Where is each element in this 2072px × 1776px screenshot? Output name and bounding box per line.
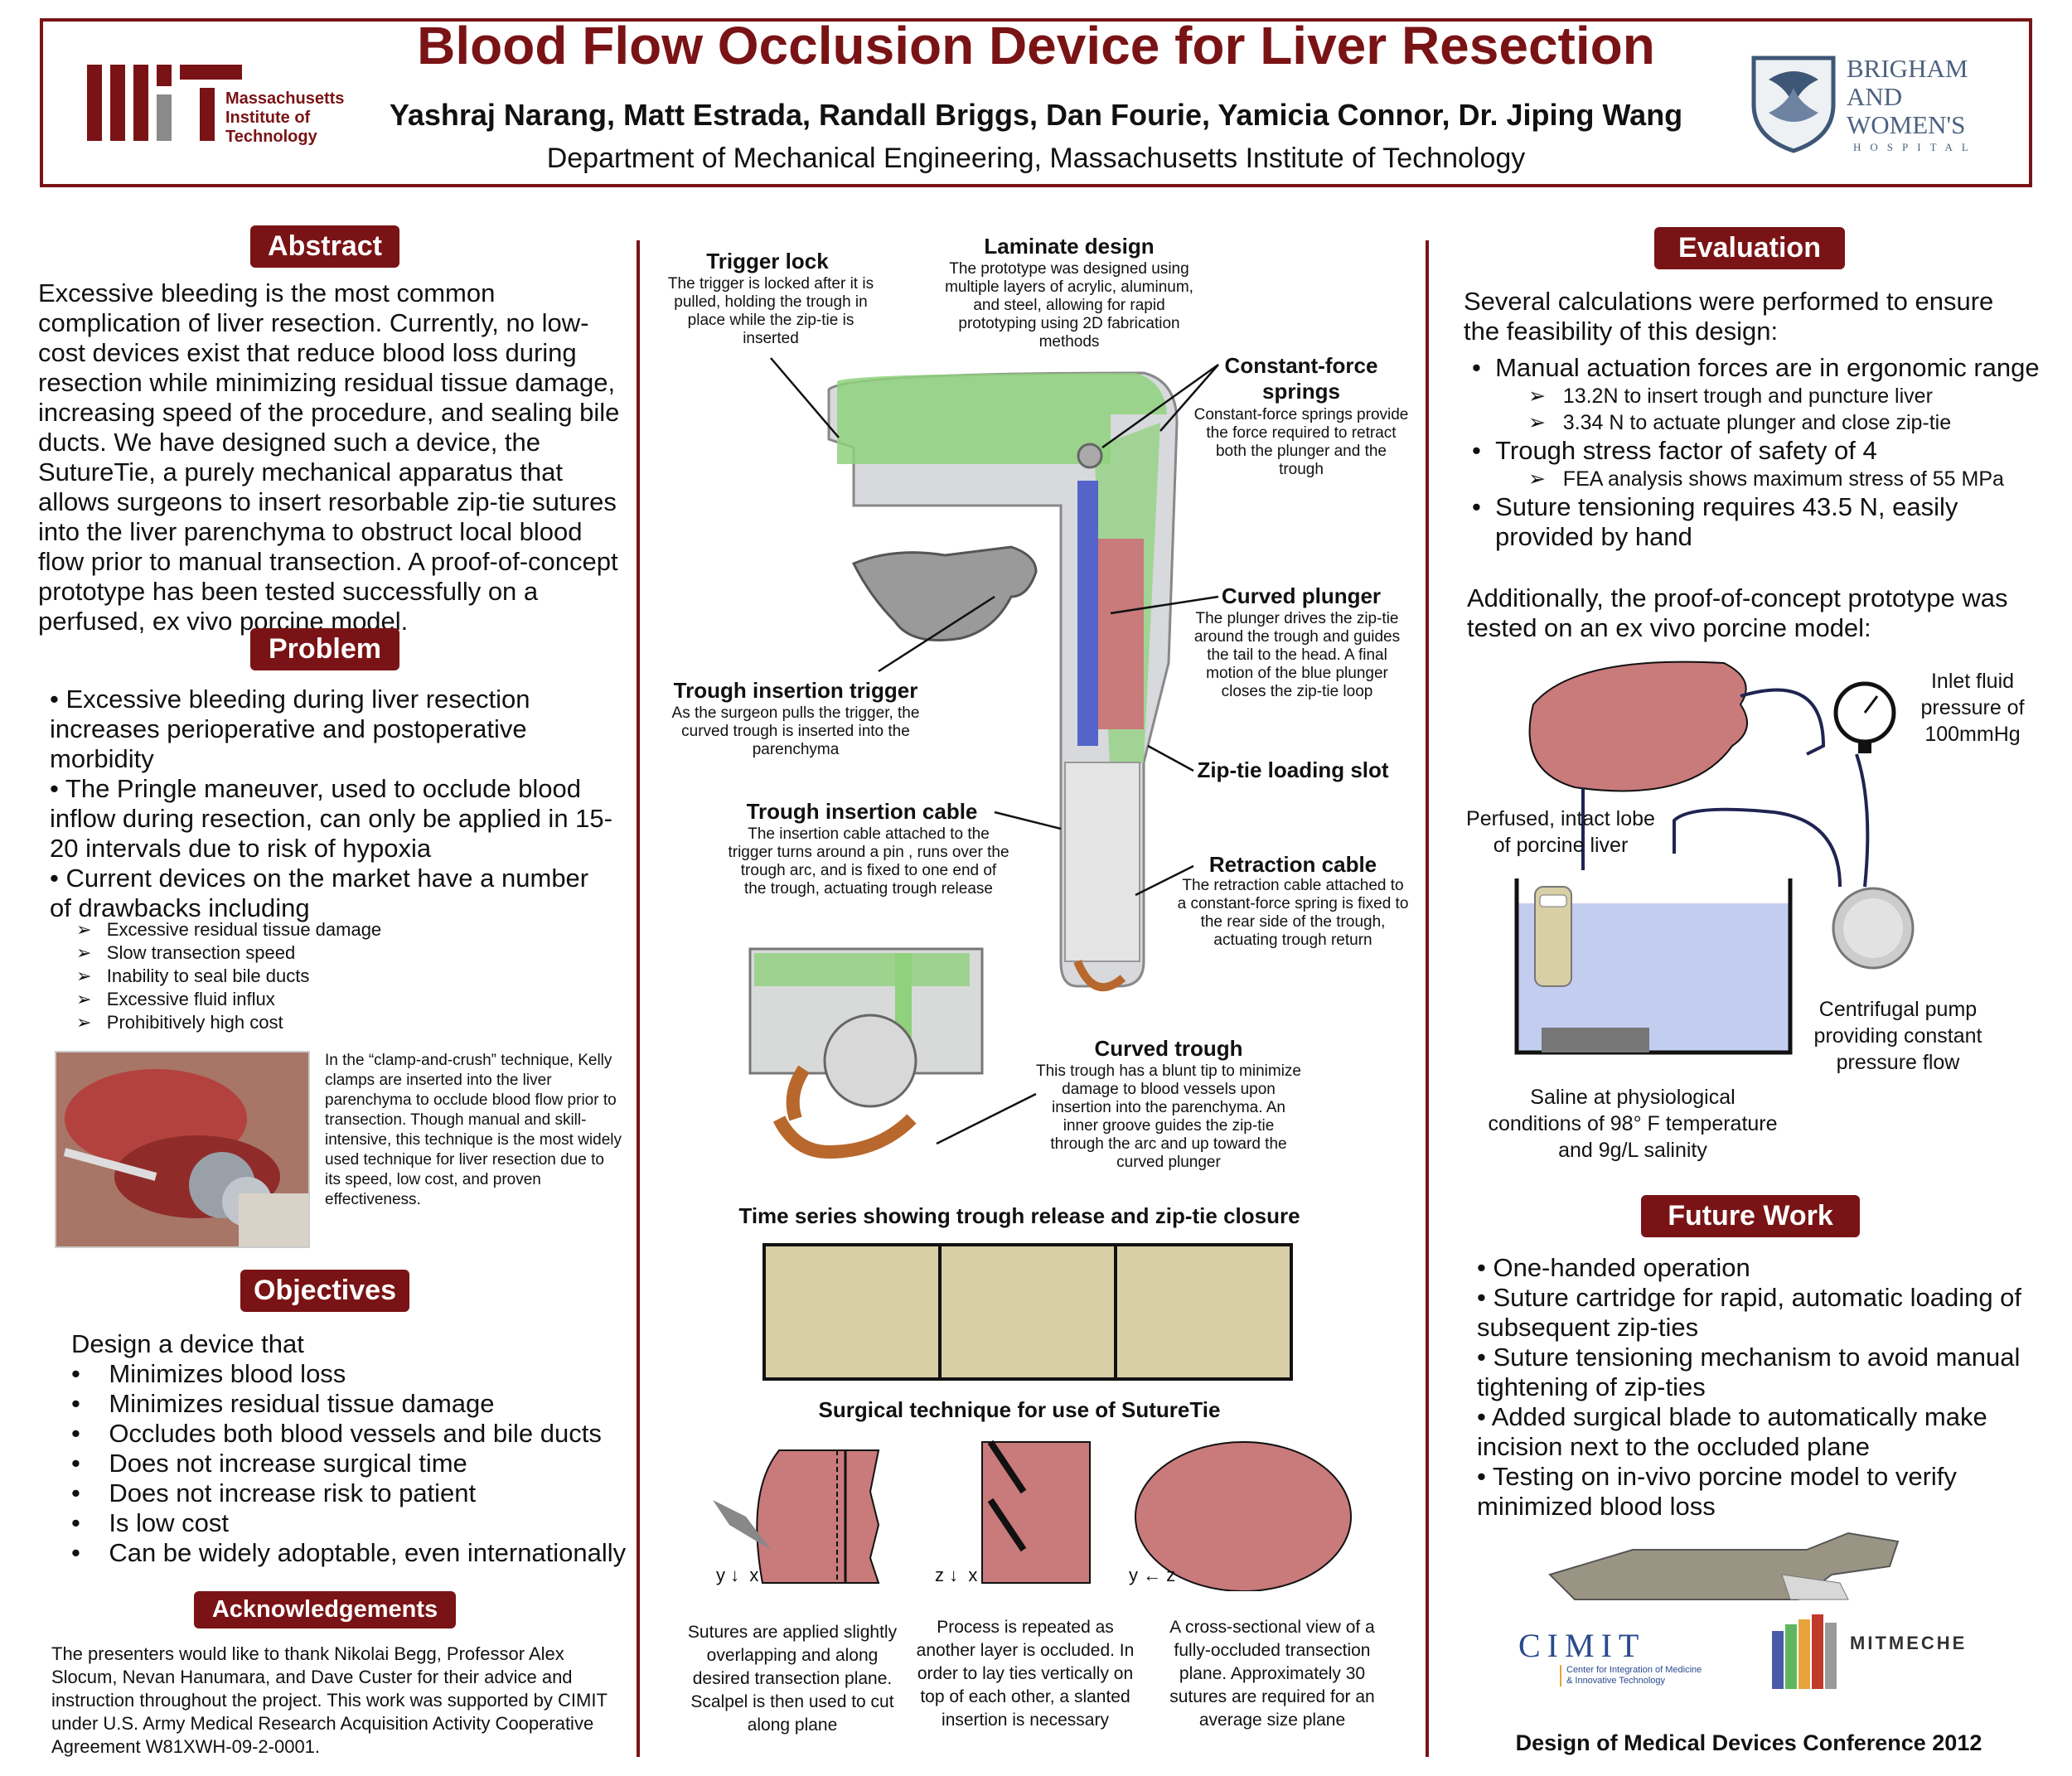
list-item: • Suture tensioning requires 43.5 N, eas… [1472, 492, 1958, 551]
trough-text: This trough has a blunt tip to minimize … [1036, 1062, 1301, 1171]
objectives-list: • Minimizes blood loss • Minimizes resid… [71, 1359, 626, 1568]
list-item: ➢ Excessive fluid influx [76, 989, 275, 1009]
objectives-heading: Objectives [240, 1270, 409, 1312]
time-series-strip [762, 1243, 1293, 1381]
technique-diagrams [696, 1425, 1392, 1592]
axis-label: z ↓ x [935, 1565, 978, 1585]
list-item: ➢ 3.34 N to actuate plunger and close zi… [1528, 411, 1952, 434]
technique-caption-1: Sutures are applied slightly overlapping… [687, 1623, 898, 1735]
problem-bullet: • Current devices on the market have a n… [50, 864, 589, 922]
future-work-list: • One-handed operation • Suture cartridg… [1477, 1253, 2024, 1522]
test-setup-diagram [1508, 655, 1939, 1069]
mitmeche-wordmark: MITMECHE [1850, 1633, 1968, 1653]
list-item: • Is low cost [71, 1508, 230, 1537]
technique-caption-2: Process is repeated as another layer is … [916, 1618, 1135, 1730]
list-item: ➢ FEA analysis shows maximum stress of 5… [1528, 467, 2004, 491]
mitmeche-logo-icon [1772, 1614, 1838, 1689]
pump-label: Centrifugal pump providing constant pres… [1813, 998, 1982, 1074]
time-series-title: Time series showing trough release and z… [738, 1203, 1300, 1228]
device-diagram [646, 348, 1426, 1011]
time-series-frame-3 [1117, 1246, 1290, 1377]
evaluation-heading: Evaluation [1654, 227, 1845, 269]
laminate-title: Laminate design [984, 234, 1155, 259]
list-item: • Testing on in-vivo porcine model to ve… [1477, 1462, 1957, 1521]
time-series-frame-2 [942, 1246, 1117, 1377]
mit-logo [87, 65, 244, 141]
problem-bullet: • The Pringle maneuver, used to occlude … [50, 774, 612, 863]
list-item: • Does not increase risk to patient [71, 1478, 477, 1507]
poster-department: Department of Mechanical Engineering, Ma… [546, 143, 1526, 174]
cimit-logo: CIMIT Center for Integration of Medicine… [1518, 1626, 1717, 1686]
list-item: • Added surgical blade to automatically … [1477, 1402, 1987, 1461]
abstract-heading: Abstract [250, 225, 399, 268]
list-item: • Can be widely adoptable, even internat… [71, 1538, 627, 1567]
springs-text: Constant-force springs provide the force… [1193, 406, 1409, 478]
saline-label: Saline at physiological conditions of 98… [1488, 1086, 1778, 1162]
future-work-heading: Future Work [1641, 1195, 1860, 1237]
list-item: ➢ 13.2N to insert trough and puncture li… [1528, 385, 1933, 408]
cable-title: Trough insertion cable [746, 799, 978, 824]
abstract-text: Excessive bleeding is the most common co… [38, 278, 620, 636]
lobe-label: Perfused, intact lobe of porcine liver [1466, 807, 1655, 857]
axis-label: y ← z [1129, 1565, 1176, 1585]
conference-label: Design of Medical Devices Conference 201… [1515, 1730, 1982, 1755]
slot-title: Zip-tie loading slot [1197, 757, 1389, 782]
device-render [1533, 1517, 1923, 1608]
trigger-title: Trough insertion trigger [673, 678, 918, 703]
plunger-text: The plunger drives the zip-tie around th… [1193, 610, 1401, 700]
poster-title: Blood Flow Occlusion Device for Liver Re… [417, 16, 1655, 75]
trigger-lock-text: The trigger is locked after it is pulled… [667, 275, 874, 347]
retraction-title: Retraction cable [1208, 852, 1377, 877]
list-item: • Minimizes blood loss [71, 1359, 346, 1388]
list-item: ➢ Inability to seal bile ducts [76, 965, 310, 986]
problem-heading: Problem [250, 628, 399, 670]
acknowledgements-text: The presenters would like to thank Nikol… [51, 1643, 608, 1757]
problem-bullet: • Excessive bleeding during liver resect… [50, 685, 530, 773]
bwh-shield-logo [1750, 55, 1837, 154]
cable-text: The insertion cable attached to the trig… [728, 825, 1009, 898]
trigger-text: As the surgeon pulls the trigger, the cu… [671, 704, 920, 758]
device-zoom-view [746, 945, 986, 1160]
laminate-text: The prototype was designed using multipl… [945, 260, 1193, 351]
axis-label: y ↓ x [716, 1565, 759, 1585]
list-item: • One-handed operation [1477, 1253, 1750, 1282]
list-item: • Suture cartridge for rapid, automatic … [1477, 1283, 2022, 1342]
objectives-intro: Design a device that [71, 1329, 304, 1358]
list-item: ➢ Slow transection speed [76, 942, 296, 963]
list-item: ➢ Prohibitively high cost [76, 1012, 283, 1033]
acknowledgements-heading: Acknowledgements [194, 1591, 456, 1628]
column-divider-right [1426, 240, 1429, 1757]
mit-wordmark: Massachusetts Institute of Technology [225, 90, 345, 146]
clamp-crush-caption: In the “clamp-and-crush” technique, Kell… [325, 1052, 622, 1208]
technique-caption-3: A cross-sectional view of a fully-occlud… [1169, 1618, 1375, 1730]
list-item: • Occludes both blood vessels and bile d… [71, 1419, 602, 1448]
plunger-title: Curved plunger [1221, 583, 1382, 608]
evaluation-additional: Additionally, the proof-of-concept proto… [1467, 583, 2008, 642]
poster-authors: Yashraj Narang, Matt Estrada, Randall Br… [389, 98, 1683, 132]
column-divider-left [637, 240, 640, 1757]
annotation-lines [770, 357, 1219, 1145]
list-item: • Minimizes residual tissue damage [71, 1389, 495, 1418]
list-item: • Suture tensioning mechanism to avoid m… [1477, 1343, 2021, 1401]
bwh-wordmark: BRIGHAM AND WOMEN'S HOSPITAL [1847, 54, 1978, 154]
problem-sub-list: ➢ Excessive residual tissue damage ➢ Slo… [76, 918, 381, 1034]
technique-title: Surgical technique for use of SutureTie [818, 1397, 1221, 1422]
list-item: • Trough stress factor of safety of 4 [1472, 436, 1877, 465]
trough-title: Curved trough [1094, 1036, 1243, 1061]
problem-bullets: • Excessive bleeding during liver resect… [50, 685, 613, 923]
clamp-crush-photo [55, 1051, 310, 1248]
inlet-label: Inlet fluid pressure of 100mmHg [1920, 670, 2025, 746]
evaluation-intro: Several calculations were performed to e… [1464, 287, 1994, 346]
list-item: • Manual actuation forces are in ergonom… [1472, 353, 2040, 382]
trigger-lock-title: Trigger lock [706, 249, 829, 273]
time-series-frame-1 [766, 1246, 942, 1377]
list-item: ➢ Excessive residual tissue damage [76, 919, 382, 940]
list-item: • Does not increase surgical time [71, 1449, 467, 1478]
retraction-text: The retraction cable attached to a const… [1177, 877, 1409, 949]
springs-title: Constant-force springs [1224, 353, 1378, 404]
evaluation-list: • Manual actuation forces are in ergonom… [1472, 353, 2052, 552]
header-frame [40, 18, 2032, 187]
